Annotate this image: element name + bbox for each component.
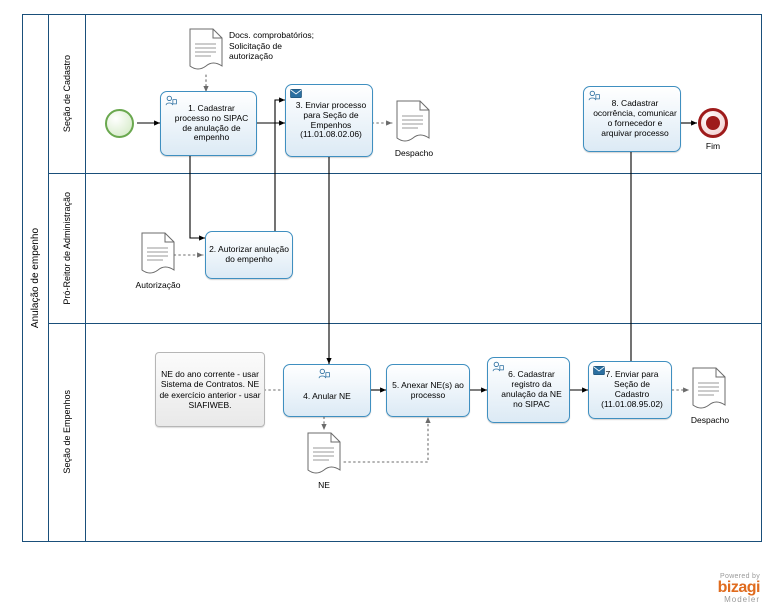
document-despacho-cadastro [396, 100, 430, 145]
task-6-cadastrar-registro[interactable]: 6. Cadastrar registro da anulação da NE … [487, 357, 570, 423]
user-task-icon [588, 90, 600, 101]
lane-title-secao-de-cadastro: Seção de Cadastro [49, 15, 86, 173]
user-task-icon [492, 361, 504, 372]
document-autorizacao-label: Autorização [135, 280, 181, 290]
document-ne [307, 432, 341, 477]
annotation-ne-info: NE do ano corrente - usar Sistema de Con… [155, 352, 265, 427]
document-ne-label: NE [318, 480, 330, 490]
task-1-cadastrar-processo[interactable]: 1. Cadastrar processo no SIPAC de anulaç… [160, 91, 257, 156]
document-docs-comprobatorios [189, 28, 223, 73]
task-5-anexar-ne[interactable]: 5. Anexar NE(s) ao processo [386, 364, 470, 417]
start-event[interactable] [105, 109, 134, 138]
task-2-autorizar-anulacao[interactable]: 2. Autorizar anulação do empenho [205, 231, 293, 279]
task-3-enviar-processo[interactable]: 3. Enviar processo para Seção de Empenho… [285, 84, 373, 157]
send-message-icon [290, 88, 302, 99]
lane-title-secao-de-empenhos: Seção de Empenhos [49, 323, 86, 541]
document-autorizacao [141, 232, 175, 277]
powered-by-label: Powered by [720, 573, 760, 580]
document-despacho-cadastro-label: Despacho [394, 148, 434, 158]
task-8-cadastrar-ocorrencia[interactable]: 8. Cadastrar ocorrência, comunicar o for… [583, 86, 681, 152]
send-message-icon [593, 365, 605, 376]
task-4-anular-ne[interactable]: 4. Anular NE [283, 364, 371, 417]
end-event-label: Fim [705, 141, 721, 151]
user-task-icon [165, 95, 177, 106]
document-despacho-empenhos-label: Despacho [690, 415, 730, 425]
user-task-icon [318, 368, 330, 379]
bizagi-branding: Powered by bizagi Modeler [717, 573, 761, 604]
lane-separator-1 [49, 173, 762, 174]
bizagi-product: Modeler [724, 595, 760, 604]
pool-title: Anulação de empenho [23, 15, 49, 541]
lane-separator-2 [49, 323, 762, 324]
document-docs-comprobatorios-label: Docs. comprobatórios; Solicitação de aut… [229, 30, 315, 62]
end-event[interactable] [698, 108, 728, 138]
document-despacho-empenhos [692, 367, 726, 412]
lane-title-pro-reitor: Pró-Reitor de Administração [49, 173, 86, 323]
task-7-enviar-secao-cadastro[interactable]: 7. Enviar para Seção de Cadastro (11.01.… [588, 361, 672, 419]
bizagi-wordmark: bizagi [717, 579, 761, 596]
